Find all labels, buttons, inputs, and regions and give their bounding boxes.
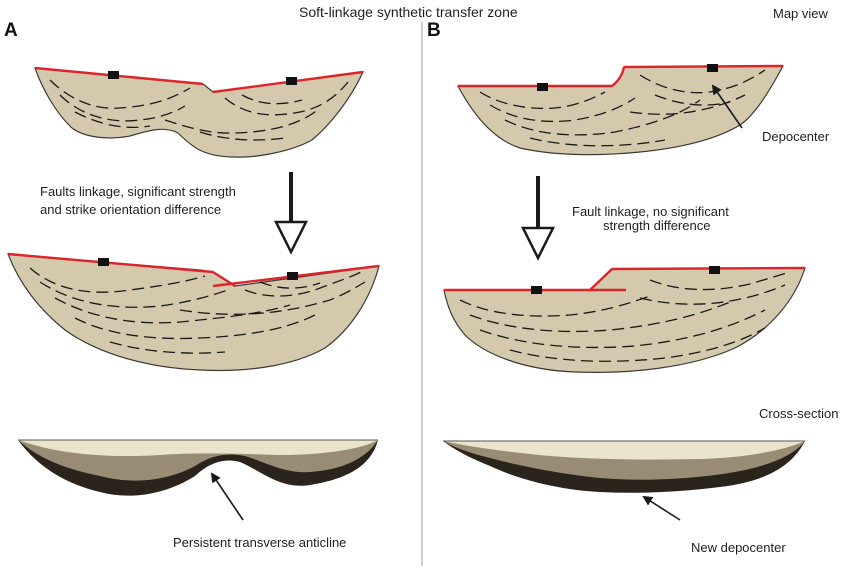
map-view-label: Map view — [773, 6, 828, 21]
panel-a-basin-stage-1 — [34, 66, 365, 158]
panel-b-depocenter-label: Depocenter — [762, 129, 830, 144]
panel-b-down-arrow — [520, 176, 556, 261]
panel-b-cross-section — [443, 440, 805, 493]
panel-b-letter: B — [427, 20, 441, 41]
panel-b-bottom-annotation: New depocenter — [691, 540, 786, 555]
panel-a-basin-stage-2 — [7, 252, 380, 372]
panel-a-arrow-text-2: and strike orientation difference — [40, 202, 222, 217]
panel-a-bottom-annotation: Persistent transverse anticline — [173, 535, 347, 550]
panel-b-arrow-text-2: strength difference — [603, 218, 711, 233]
panel-a-letter: A — [4, 20, 18, 41]
panel-a-cross-section — [18, 439, 378, 496]
panel-b-basin-stage-2 — [443, 266, 806, 373]
panel-a-annotation-arrow — [210, 472, 244, 521]
diagram-title: Soft-linkage synthetic transfer zone — [299, 4, 518, 20]
panel-a-down-arrow — [273, 172, 309, 255]
panel-b-depocenter-arrow — [711, 84, 743, 129]
panel-b-annotation-arrow — [642, 495, 681, 521]
panel-b-basin-stage-1 — [457, 64, 785, 156]
panel-b-arrow-text-1: Fault linkage, no significant — [572, 204, 729, 219]
cross-section-label: Cross-section — [759, 406, 839, 421]
panel-a-arrow-text-1: Faults linkage, significant strength — [40, 184, 236, 199]
